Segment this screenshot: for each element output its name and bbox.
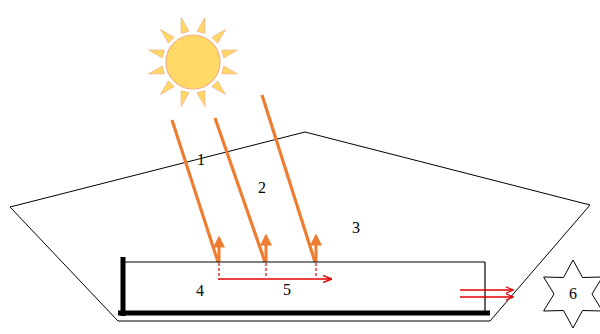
outlet-arrows — [460, 290, 512, 297]
heat-transfer-lines — [219, 263, 316, 278]
absorber-plate — [122, 261, 485, 262]
enclosure-outline — [10, 132, 590, 321]
incoming-rays — [172, 95, 315, 262]
insulation-side — [121, 257, 126, 316]
fluid-flow-arrow — [218, 278, 330, 280]
insulation-base — [118, 311, 490, 316]
collector-side — [484, 262, 485, 311]
callout-number: 6 — [569, 286, 577, 302]
callout-number: 5 — [283, 282, 291, 298]
sun — [149, 18, 238, 107]
star-symbol: 6 — [538, 259, 600, 329]
callout-number: 2 — [258, 180, 266, 196]
callout-number: 4 — [196, 283, 204, 299]
reflected-rays — [219, 236, 316, 262]
callout-number: 1 — [197, 152, 205, 168]
callout-number: 3 — [352, 220, 360, 236]
